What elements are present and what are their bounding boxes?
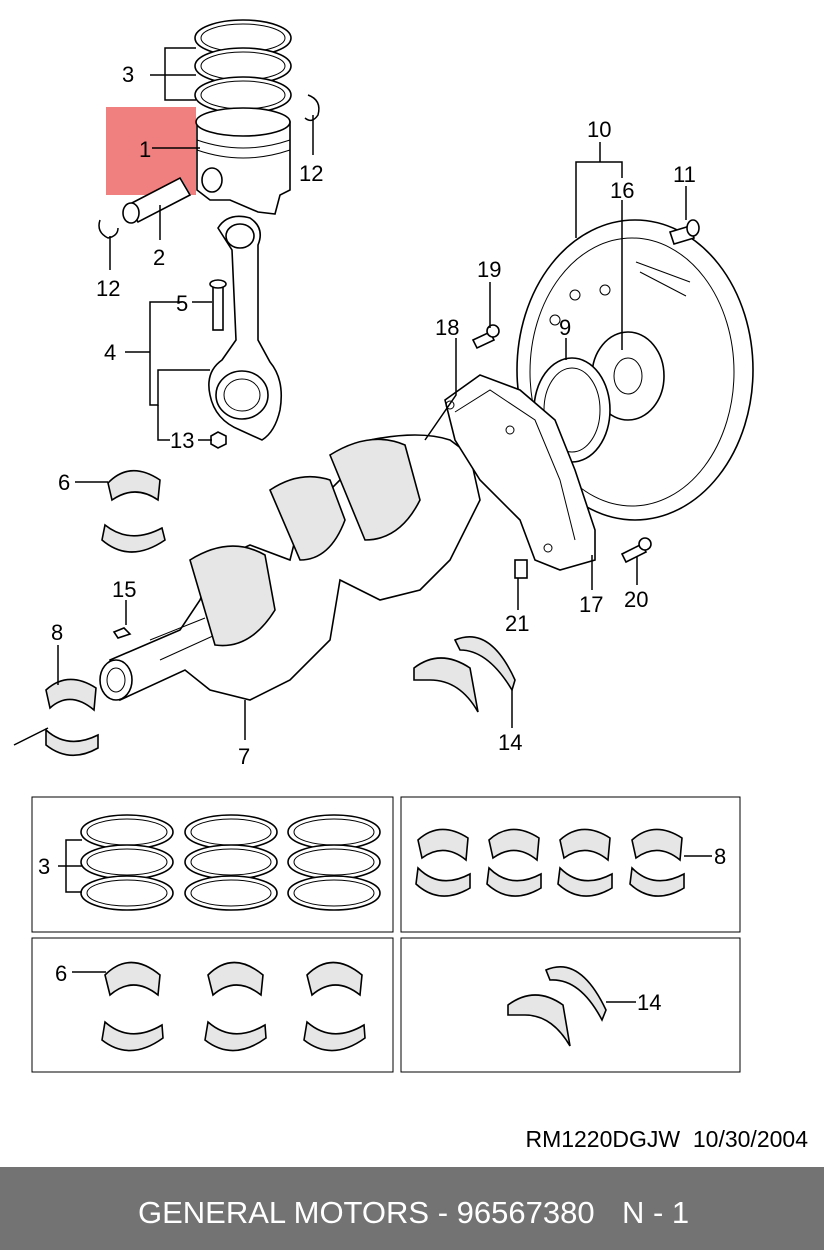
callout-10: 10: [587, 117, 611, 142]
kit-callout-3: 3: [38, 854, 50, 879]
rod-bearing-shells: [101, 469, 166, 553]
callout-20: 20: [624, 587, 648, 612]
callout-8: 8: [51, 620, 63, 645]
kit-panel-main-bearings: [400, 796, 741, 933]
document-reference: RM1220DGJW 10/30/2004: [525, 1126, 808, 1152]
snap-ring-bottom: [98, 219, 119, 239]
callout-3: 3: [122, 62, 134, 87]
rod-bolt: [209, 279, 227, 331]
seal-housing-gasket: [444, 374, 596, 571]
kit-callout-14: 14: [637, 990, 661, 1015]
callout-17: 17: [579, 592, 603, 617]
piston: [195, 107, 291, 215]
callout-12-bottom: 12: [96, 276, 120, 301]
flywheel-bolt: [668, 219, 700, 245]
rod-nut: [210, 431, 227, 449]
callout-6: 6: [58, 470, 70, 495]
callout-2: 2: [153, 245, 165, 270]
dowel-pin: [514, 559, 528, 579]
piston-rings: [194, 19, 292, 114]
callout-14: 14: [498, 730, 522, 755]
callout-7: 7: [238, 744, 250, 769]
kit-panel-thrust-washers: [400, 937, 741, 1073]
snap-ring-top: [304, 94, 320, 122]
footer-page-label: N - 1: [622, 1195, 690, 1230]
footer-part-number: GENERAL MOTORS - 96567380: [138, 1195, 595, 1230]
piston-pin: [122, 176, 192, 224]
callout-1: 1: [139, 137, 151, 162]
callout-5: 5: [176, 291, 188, 316]
callout-18: 18: [435, 315, 459, 340]
connecting-rod: [208, 215, 283, 441]
kit-callout-8: 8: [714, 844, 726, 869]
callout-13: 13: [170, 428, 194, 453]
callout-19: 19: [477, 257, 501, 282]
thrust-washers: [413, 636, 516, 713]
kit-callout-6: 6: [55, 961, 67, 986]
callout-12-top: 12: [299, 161, 323, 186]
callout-15: 15: [112, 577, 136, 602]
callout-11: 11: [673, 162, 696, 187]
leader-lines: [13, 47, 687, 746]
callout-21: 21: [505, 611, 529, 636]
callout-16: 16: [610, 178, 634, 203]
crankshaft: [99, 434, 481, 702]
kit-panel-rod-bearings: [31, 937, 394, 1073]
kit-panel-piston-rings: [31, 796, 394, 933]
callout-4: 4: [104, 340, 116, 365]
exploded-parts-diagram: 3 1 12 2 12 5 4 13 6 15 8 7 14 21 17 20 …: [13, 19, 754, 1073]
callout-9: 9: [559, 315, 571, 340]
housing-bolt: [471, 324, 500, 350]
footer-bar: GENERAL MOTORS - 96567380 N - 1: [0, 1167, 824, 1250]
main-bearing-shells: [45, 678, 99, 757]
seal-bolt: [620, 537, 652, 564]
crank-key: [112, 627, 132, 639]
